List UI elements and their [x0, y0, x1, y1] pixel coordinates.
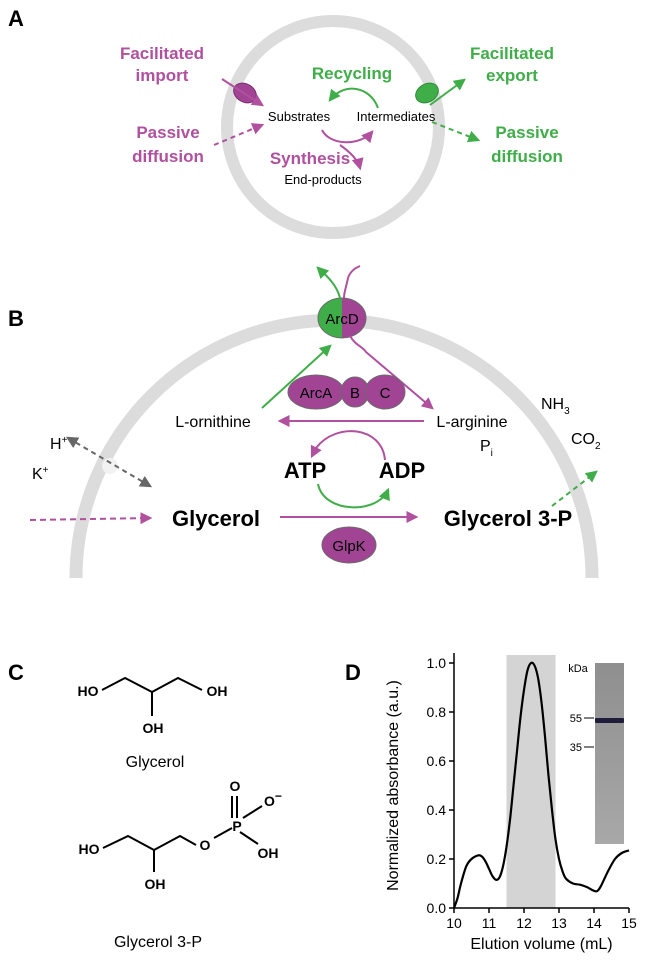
glycerol-3p-structure: HO OH O P O O− OH [79, 778, 282, 892]
synthesis-arrow-right [321, 129, 374, 144]
glycerol-name: Glycerol [126, 754, 185, 771]
synthesis-label: Synthesis [270, 149, 350, 168]
facilitated-import-arrow [221, 78, 265, 107]
recycling-label: Recycling [312, 64, 392, 83]
x-axis-label: Elution volume (mL) [470, 936, 612, 953]
arcd-label: ArcD [325, 311, 359, 328]
y-axis-label: Normalized absorbance (a.u.) [385, 680, 402, 891]
facilitated-import-label-1: Facilitated [120, 44, 204, 63]
panel-c: C HO OH OH Glycerol HO OH O P O O− OH [8, 660, 282, 951]
x-tick-label-0: 10 [446, 915, 462, 931]
atp-label: ATP [284, 458, 326, 483]
glpk-enzyme [321, 526, 377, 564]
facilitated-export-arrow [429, 78, 466, 106]
glycerol-import-arrow [29, 512, 153, 525]
passive-diffusion-right-label-2: diffusion [491, 147, 563, 166]
adp-to-atp-arrow [310, 430, 386, 461]
glycerol-label: Glycerol [172, 506, 260, 531]
l-ornithine-label: L-ornithine [175, 414, 251, 431]
passive-diffusion-right-label-1: Passive [495, 123, 558, 142]
passive-diffusion-left-label-1: Passive [136, 123, 199, 142]
synthesis-arrow-down [339, 144, 364, 171]
panel-a: A Facilitated import Passive diffusion R… [8, 6, 563, 239]
g3p-o-top: O [230, 778, 241, 794]
panel-b: B ArcD ArcA B C [8, 265, 601, 579]
cell-membrane-a [221, 15, 445, 239]
c-label: C [380, 385, 391, 402]
arcd-transporter: ArcD [317, 297, 367, 339]
b-label: B [350, 385, 360, 402]
ornithine-to-arcd-arrow [261, 344, 332, 409]
sds-gel-inset: kDa 55 35 [568, 663, 624, 844]
k-plus-label: K+ [32, 465, 49, 483]
y-tick-label-3: 0.6 [427, 753, 447, 769]
glycerol-oh-right: OH [207, 683, 228, 699]
g3p-o-minus: O− [264, 789, 282, 809]
y-tick-label-0: 0.0 [427, 900, 447, 916]
panel-d: D 10 11 12 13 14 15 0.0 0.2 0.4 0.6 0.8 1.0Elution … [345, 653, 637, 953]
x-tick-label-3: 13 [551, 915, 567, 931]
g3p-oh: OH [145, 876, 166, 892]
nh3-label: NH3 [541, 396, 570, 417]
recycling-arrow [328, 87, 379, 109]
facilitated-export-label-2: export [486, 66, 538, 85]
gel-lane [595, 663, 624, 844]
substrates-label: Substrates [268, 109, 331, 124]
co2-label: CO2 [571, 431, 601, 452]
arginine-in-arrow-top [347, 265, 361, 279]
gel-band [595, 718, 624, 723]
export-transporter [415, 82, 439, 104]
g3p-o-link: O [200, 837, 211, 853]
gel-marker-55: 55 [570, 713, 582, 725]
glpk-label: GlpK [332, 538, 365, 555]
gel-marker-35: 35 [570, 742, 582, 754]
l-arginine-label: L-arginine [436, 414, 507, 431]
intermediates-label: Intermediates [357, 109, 436, 124]
panel-d-label: D [345, 660, 361, 685]
x-tick-label-4: 14 [586, 915, 602, 931]
y-tick-label-2: 0.4 [427, 802, 447, 818]
y-tick-label-4: 0.8 [427, 704, 447, 720]
h-plus-label: H+ [50, 435, 68, 453]
elution-curve-0 [452, 661, 630, 909]
g3p-ho: HO [79, 841, 100, 857]
panel-c-label: C [8, 660, 24, 685]
arcabc-complex: ArcA B C [287, 374, 406, 410]
gel-kda-label: kDa [568, 663, 588, 675]
ornithine-out-arrow-tail [304, 265, 312, 290]
ion-exchange-arrow [65, 436, 153, 488]
end-products-label: End-products [284, 172, 362, 187]
atp-to-adp-arrow [317, 483, 390, 509]
y-tick-label-5: 1.0 [427, 655, 447, 671]
facilitated-import-label-2: import [136, 66, 189, 85]
x-tick-label-1: 11 [482, 915, 497, 931]
pi-label: Pi [480, 438, 493, 459]
glycerol-structure: HO OH OH [78, 676, 228, 736]
adp-label: ADP [379, 458, 425, 483]
panel-a-label: A [8, 6, 24, 31]
glycerol-oh-bottom: OH [143, 720, 164, 736]
x-tick-label-5: 15 [621, 915, 637, 931]
arginine-in-arrow-stem [343, 277, 349, 299]
g3p-oh-p: OH [258, 845, 279, 861]
panel-b-label: B [8, 306, 24, 331]
y-tick-label-1: 0.2 [427, 851, 447, 867]
nh3-co2-export-arrow [551, 470, 598, 507]
x-tick-label-2: 12 [516, 915, 532, 931]
arcd-to-arginine-arrow [349, 335, 434, 410]
glycerol-ho: HO [78, 683, 99, 699]
glycerol-3p-label: Glycerol 3-P [444, 506, 572, 531]
passive-diffusion-left-label-2: diffusion [132, 147, 204, 166]
ornithine-out-arrow [316, 266, 341, 299]
g3p-p: P [232, 818, 241, 834]
g3p-name: Glycerol 3-P [114, 934, 202, 951]
arca-label: ArcA [300, 385, 333, 402]
facilitated-export-label-1: Facilitated [470, 44, 554, 63]
